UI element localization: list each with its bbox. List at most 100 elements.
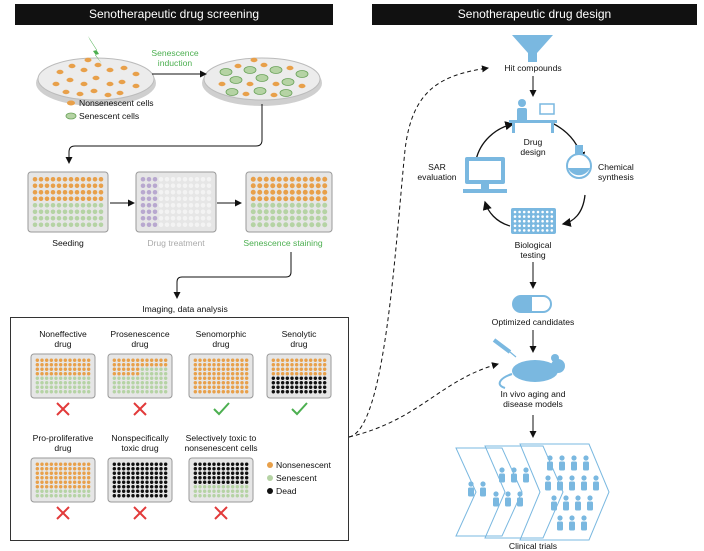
well bbox=[164, 183, 170, 189]
well bbox=[44, 367, 49, 371]
well bbox=[518, 215, 521, 218]
well bbox=[145, 476, 149, 480]
well bbox=[58, 390, 63, 394]
well bbox=[145, 376, 149, 380]
well bbox=[198, 376, 202, 380]
well bbox=[240, 381, 244, 385]
box-legend-nonsenescent: Nonsenescent bbox=[276, 460, 331, 470]
well bbox=[63, 363, 68, 367]
well bbox=[135, 358, 140, 362]
well bbox=[550, 219, 554, 223]
well bbox=[149, 385, 154, 389]
well bbox=[131, 367, 135, 371]
well bbox=[135, 390, 140, 394]
well bbox=[49, 489, 54, 493]
well bbox=[309, 196, 315, 202]
well bbox=[68, 176, 74, 182]
well bbox=[49, 372, 54, 376]
well bbox=[322, 363, 327, 367]
well bbox=[140, 376, 145, 380]
well bbox=[240, 471, 244, 475]
well bbox=[86, 471, 91, 475]
well bbox=[117, 376, 121, 380]
well bbox=[308, 381, 313, 385]
well bbox=[527, 215, 531, 218]
well bbox=[68, 385, 72, 389]
well bbox=[322, 215, 328, 221]
well bbox=[302, 183, 308, 189]
well bbox=[49, 494, 54, 498]
well bbox=[117, 494, 121, 498]
well bbox=[131, 376, 135, 380]
well bbox=[240, 363, 244, 367]
cell bbox=[219, 68, 233, 76]
outcome-plate-1 bbox=[30, 353, 96, 399]
well bbox=[117, 485, 121, 489]
well bbox=[149, 376, 154, 380]
well bbox=[131, 476, 135, 480]
well bbox=[62, 189, 68, 195]
well bbox=[216, 385, 221, 389]
invivo-line2: disease models bbox=[503, 399, 563, 409]
well bbox=[62, 209, 68, 215]
well bbox=[294, 381, 299, 385]
dead-dot bbox=[267, 488, 273, 494]
well bbox=[68, 489, 72, 493]
well bbox=[263, 202, 269, 208]
well bbox=[126, 489, 131, 493]
well bbox=[35, 467, 40, 471]
well bbox=[163, 485, 168, 489]
well bbox=[285, 385, 290, 389]
well bbox=[545, 229, 549, 232]
well bbox=[126, 376, 131, 380]
well bbox=[77, 467, 82, 471]
well bbox=[216, 480, 221, 484]
capsule-icon bbox=[512, 295, 552, 313]
drug-treatment-label: Drug treatment bbox=[147, 238, 205, 248]
well bbox=[72, 476, 77, 480]
well bbox=[226, 489, 230, 493]
well bbox=[318, 381, 322, 385]
well bbox=[77, 363, 82, 367]
well bbox=[276, 209, 282, 215]
well bbox=[63, 489, 68, 493]
well bbox=[140, 209, 146, 215]
well bbox=[280, 358, 285, 362]
well bbox=[98, 222, 104, 228]
well bbox=[82, 476, 86, 480]
outcome-plate-2 bbox=[107, 353, 173, 399]
well bbox=[68, 476, 72, 480]
well bbox=[80, 196, 86, 202]
well bbox=[545, 215, 549, 218]
well bbox=[200, 222, 206, 228]
well bbox=[163, 372, 168, 376]
well bbox=[270, 189, 276, 195]
well bbox=[235, 462, 240, 466]
box-legend-dead: Dead bbox=[276, 486, 297, 496]
well bbox=[159, 363, 163, 367]
person-body bbox=[593, 481, 599, 491]
well bbox=[193, 462, 198, 466]
well bbox=[226, 363, 230, 367]
well bbox=[164, 176, 170, 182]
well bbox=[188, 196, 194, 202]
well bbox=[235, 489, 240, 493]
well bbox=[82, 485, 86, 489]
well bbox=[226, 485, 230, 489]
well bbox=[140, 189, 146, 195]
cell bbox=[68, 63, 76, 69]
well bbox=[44, 202, 50, 208]
well bbox=[72, 485, 77, 489]
well bbox=[294, 390, 299, 394]
well bbox=[68, 222, 74, 228]
well bbox=[163, 489, 168, 493]
well bbox=[117, 489, 121, 493]
well bbox=[518, 229, 521, 232]
well bbox=[207, 363, 212, 367]
well bbox=[182, 183, 188, 189]
well bbox=[182, 202, 188, 208]
well bbox=[216, 467, 221, 471]
well bbox=[194, 209, 200, 215]
well bbox=[50, 222, 56, 228]
chemical-synthesis-label: Chemical synthesis bbox=[598, 162, 634, 182]
